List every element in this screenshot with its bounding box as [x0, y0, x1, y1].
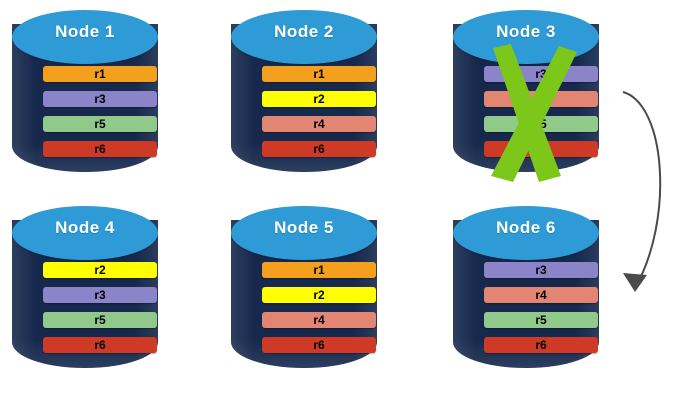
- record-bar[interactable]: r5: [484, 116, 598, 132]
- node-label: Node 5: [274, 218, 334, 237]
- node-1[interactable]: Node 1 r1 r3 r5 r6: [12, 10, 158, 186]
- cylinder-top-ellipse: [12, 206, 158, 260]
- cylinder-top-ellipse: [231, 10, 377, 64]
- cylinder-top-ellipse: [453, 206, 599, 260]
- record-bar[interactable]: r3: [43, 91, 157, 107]
- record-bar[interactable]: r4: [484, 91, 598, 107]
- record-bar[interactable]: r1: [262, 66, 376, 82]
- failover-arrow-icon: [622, 91, 662, 292]
- record-bar[interactable]: r3: [484, 66, 598, 82]
- record-list: r1 r2 r4 r6: [262, 262, 376, 353]
- node-2[interactable]: Node 2 r1 r2 r4 r6: [231, 10, 377, 186]
- record-list: r1 r2 r4 r6: [262, 66, 376, 157]
- record-bar[interactable]: r5: [43, 116, 157, 132]
- node-5[interactable]: Node 5 r1 r2 r4 r6: [231, 206, 377, 382]
- record-bar[interactable]: r6: [43, 337, 157, 353]
- record-bar[interactable]: r2: [262, 287, 376, 303]
- record-list: r3 r4 r5 r6: [484, 262, 598, 353]
- record-bar[interactable]: r2: [43, 262, 157, 278]
- node-4[interactable]: Node 4 r2 r3 r5 r6: [12, 206, 158, 382]
- record-list: r3 r4 r5 r6: [484, 66, 598, 157]
- node-6[interactable]: Node 6 r3 r4 r5 r6: [453, 206, 599, 382]
- record-bar[interactable]: r5: [43, 312, 157, 328]
- node-label: Node 1: [55, 22, 115, 41]
- record-bar[interactable]: r3: [43, 287, 157, 303]
- record-bar[interactable]: r1: [262, 262, 376, 278]
- record-bar[interactable]: r6: [262, 337, 376, 353]
- node-label: Node 2: [274, 22, 334, 41]
- record-bar[interactable]: r5: [484, 312, 598, 328]
- node-label: Node 6: [496, 218, 556, 237]
- record-bar[interactable]: r6: [484, 141, 598, 157]
- record-bar[interactable]: r6: [262, 141, 376, 157]
- record-bar[interactable]: r6: [43, 141, 157, 157]
- cylinder-top-ellipse: [12, 10, 158, 64]
- record-bar[interactable]: r2: [262, 91, 376, 107]
- record-bar[interactable]: r4: [262, 312, 376, 328]
- record-bar[interactable]: r4: [484, 287, 598, 303]
- record-bar[interactable]: r3: [484, 262, 598, 278]
- node-label: Node 3: [496, 22, 556, 41]
- record-bar[interactable]: r1: [43, 66, 157, 82]
- node-3[interactable]: Node 3 r3 r4 r5 r6: [453, 10, 599, 186]
- record-list: r1 r3 r5 r6: [43, 66, 157, 157]
- node-label: Node 4: [55, 218, 115, 237]
- record-bar[interactable]: r6: [484, 337, 598, 353]
- record-list: r2 r3 r5 r6: [43, 262, 157, 353]
- cylinder-top-ellipse: [231, 206, 377, 260]
- record-bar[interactable]: r4: [262, 116, 376, 132]
